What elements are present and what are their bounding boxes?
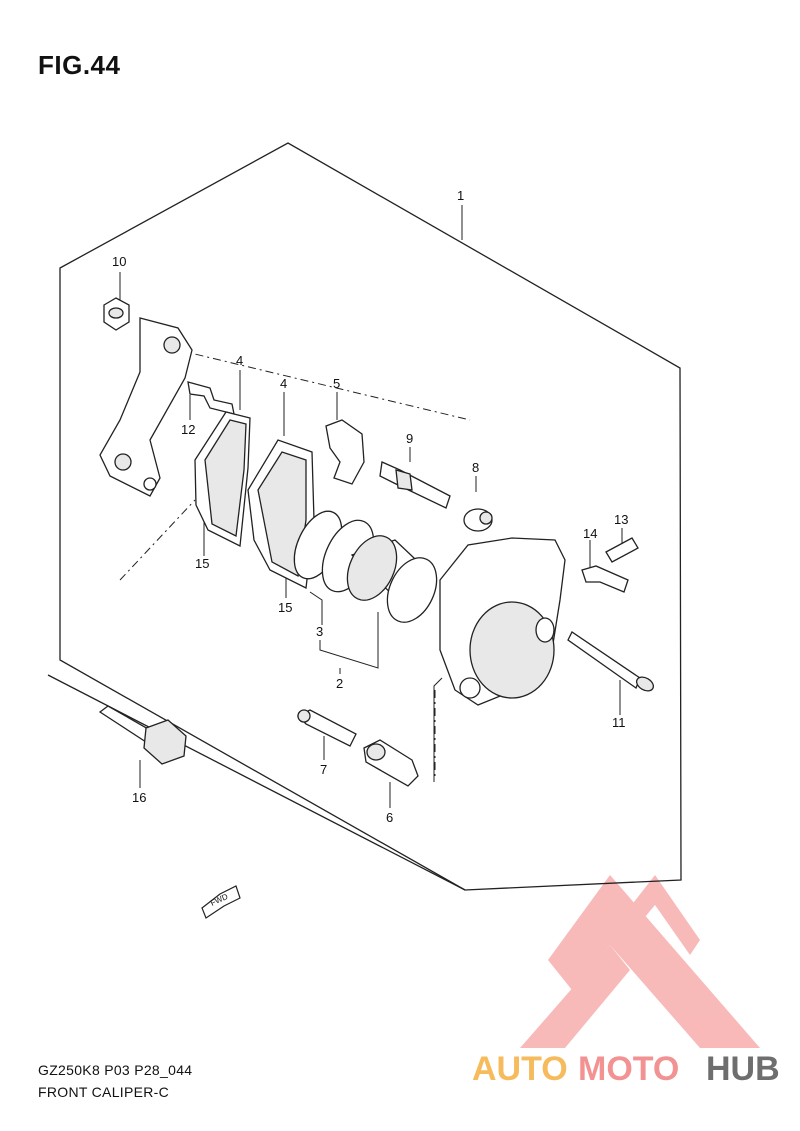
caliper-bracket bbox=[99, 317, 193, 497]
part-12-pad-spring bbox=[187, 381, 235, 415]
part-6-slide-pin bbox=[363, 739, 419, 787]
callout-12: 12 bbox=[181, 422, 195, 437]
part-14-bleeder-cap bbox=[581, 565, 629, 593]
watermark-logo-icon bbox=[520, 875, 760, 1048]
part-2-piston bbox=[346, 535, 438, 623]
callout-4b: 4 bbox=[280, 376, 287, 391]
callout-5: 5 bbox=[333, 376, 340, 391]
part-13-bleeder-valve bbox=[605, 537, 639, 563]
watermark-moto: MOTO bbox=[578, 1050, 679, 1088]
watermark-auto: AUTO bbox=[472, 1050, 568, 1088]
part-4-brake-pad-outer bbox=[194, 411, 251, 548]
callout-15a: 15 bbox=[195, 556, 209, 571]
callout-15b: 15 bbox=[278, 600, 292, 615]
callout-16: 16 bbox=[132, 790, 146, 805]
callout-13: 13 bbox=[614, 512, 628, 527]
part-16-mounting-bolt bbox=[98, 705, 187, 765]
footer-section-name: FRONT CALIPER-C bbox=[38, 1084, 170, 1100]
part-10-nut bbox=[103, 297, 130, 331]
callout-7: 7 bbox=[320, 762, 327, 777]
callout-8: 8 bbox=[472, 460, 479, 475]
part-11-slide-pin bbox=[567, 631, 655, 692]
callout-11: 11 bbox=[612, 715, 626, 730]
callout-labels: 1 2 3 4 4 5 6 7 8 9 10 11 12 13 14 15 15… bbox=[112, 188, 628, 825]
part-5-pad-retainer bbox=[325, 419, 365, 485]
part-7-bleeder-screw bbox=[296, 709, 357, 747]
part-8-boot bbox=[463, 508, 493, 532]
callout-14: 14 bbox=[583, 526, 597, 541]
callout-6: 6 bbox=[386, 810, 393, 825]
callout-2: 2 bbox=[336, 676, 343, 691]
callout-1: 1 bbox=[457, 188, 464, 203]
assembly-outline bbox=[59, 142, 682, 891]
watermark-hub: HUB bbox=[706, 1050, 780, 1088]
part-9-slide-pin bbox=[379, 461, 451, 509]
footer-model-code: GZ250K8 P03 P28_044 bbox=[38, 1062, 193, 1078]
watermark-wordmark: AUTO MOTO HUB bbox=[472, 1050, 780, 1088]
callout-3: 3 bbox=[316, 624, 323, 639]
fwd-arrow-icon: FWD bbox=[201, 885, 241, 919]
callout-9: 9 bbox=[406, 431, 413, 446]
callout-4a: 4 bbox=[236, 353, 243, 368]
caliper-body bbox=[439, 537, 566, 706]
callout-10: 10 bbox=[112, 254, 126, 269]
leader-lines bbox=[119, 205, 623, 808]
figure-title: FIG.44 bbox=[38, 50, 121, 80]
